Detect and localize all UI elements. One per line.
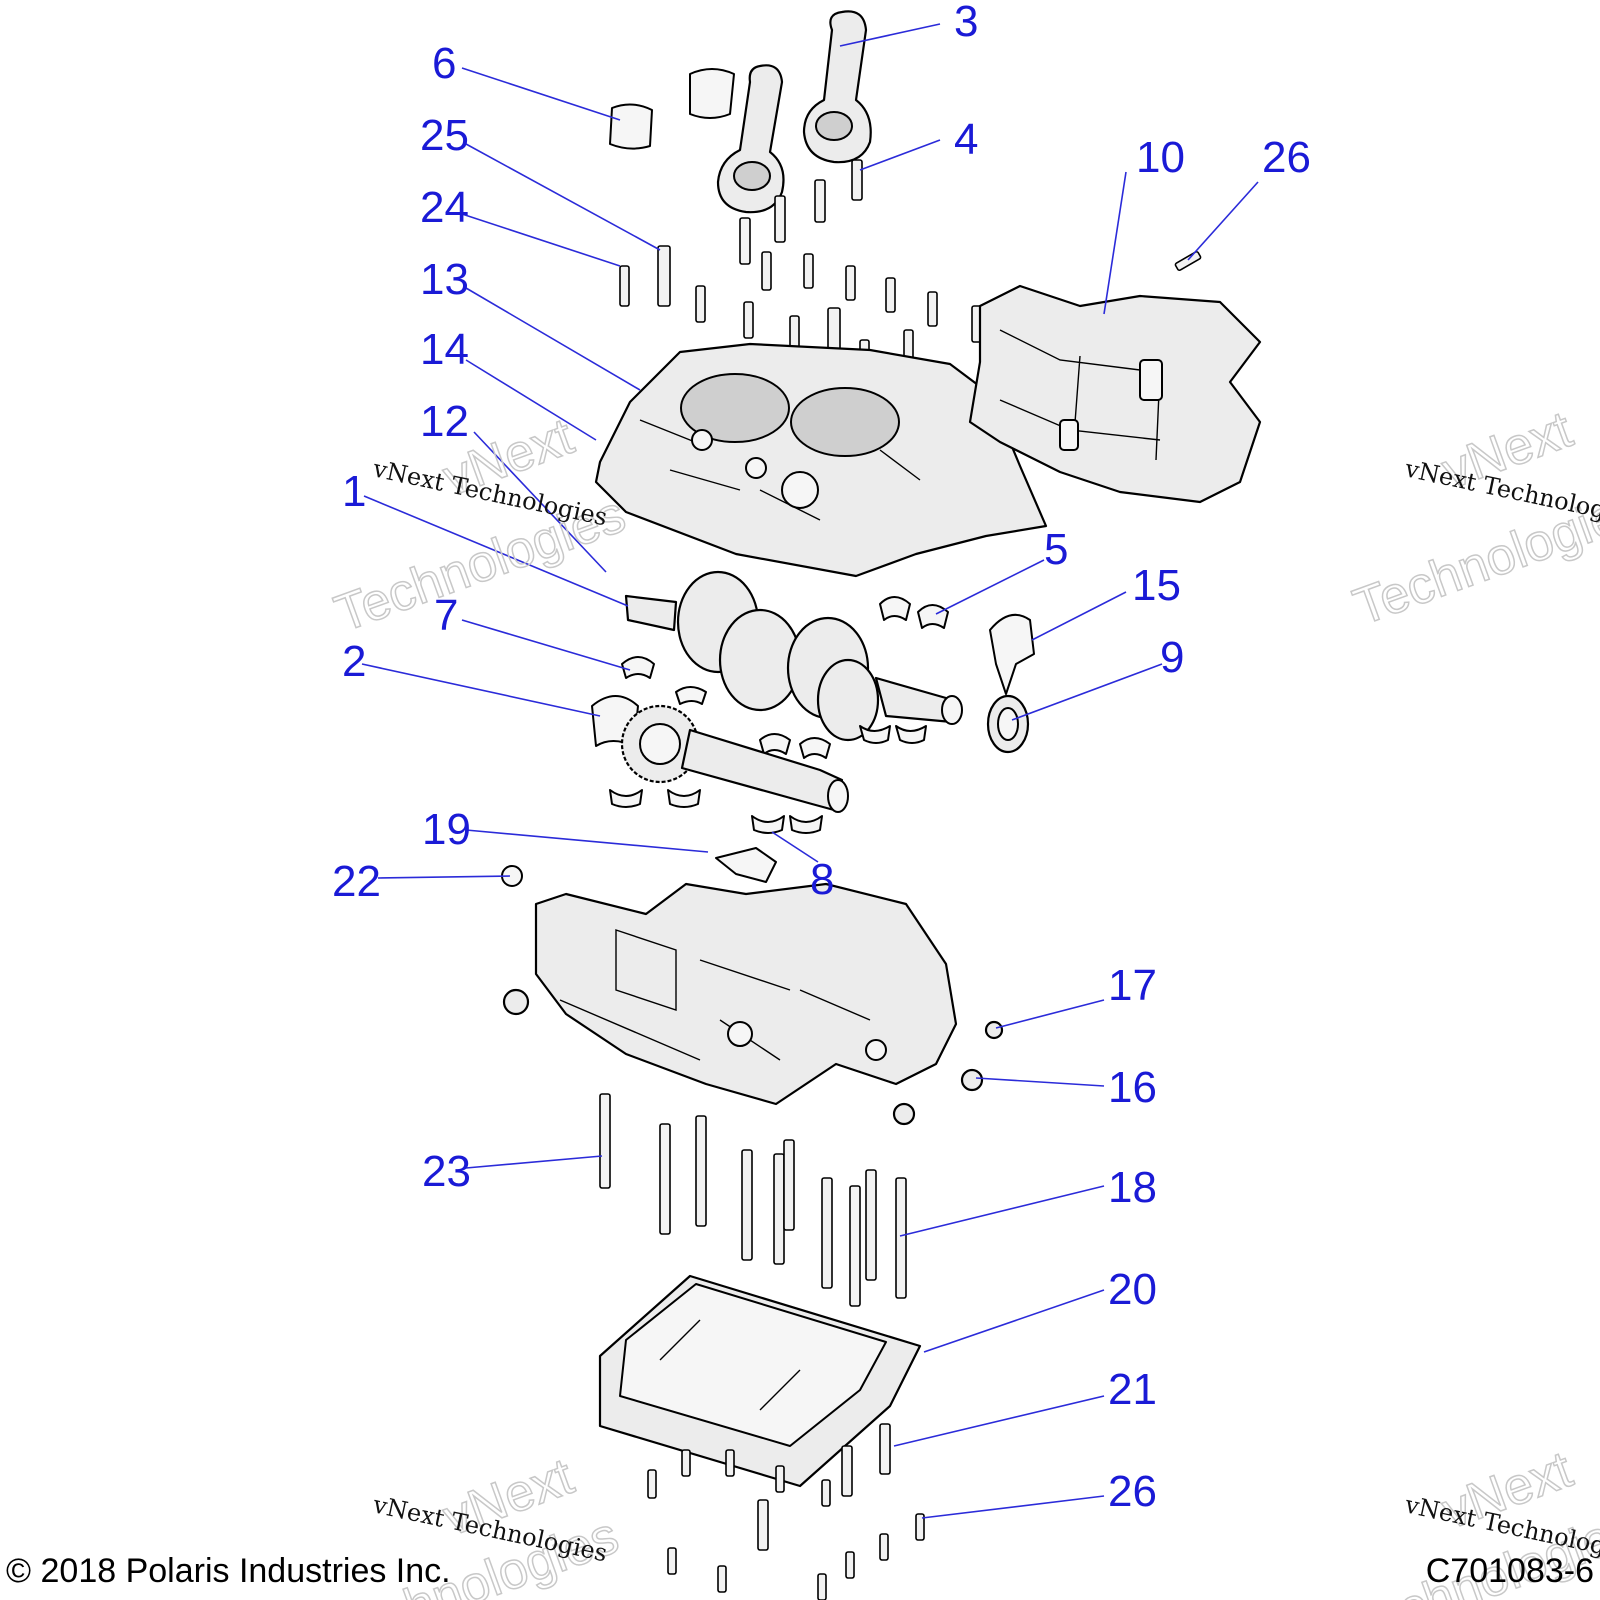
lower-crankcase xyxy=(534,882,958,1106)
callout-19: 19 xyxy=(422,805,471,854)
callout-25: 25 xyxy=(420,111,469,160)
callout-23: 24 xyxy=(420,183,469,232)
callout-12: 12 xyxy=(420,397,469,446)
pan-bolts xyxy=(647,1423,925,1600)
callout-1: 1 xyxy=(342,467,366,516)
callout-17: 17 xyxy=(1108,961,1157,1010)
callout-14: 14 xyxy=(420,325,469,374)
callout-22: 21 xyxy=(1108,1365,1157,1414)
callout-3: 3 xyxy=(954,0,978,46)
callout-4: 4 xyxy=(954,115,978,164)
callout-2: 2 xyxy=(342,637,366,686)
callout-16: 16 xyxy=(1108,1063,1157,1112)
upper-crankcase xyxy=(594,342,1048,578)
callout-20: 20 xyxy=(1108,1265,1157,1314)
callout-7: 7 xyxy=(434,591,458,640)
callout-numbers: 3 4 6 25 24 13 14 12 1 10 26 5 15 9 7 2 … xyxy=(332,0,1311,1516)
seal-and-thrust-washer xyxy=(986,613,1035,754)
leader-lines xyxy=(361,23,1259,1519)
callout-26-top: 26 xyxy=(1262,133,1311,182)
bearing-shells xyxy=(609,596,949,834)
callout-5: 5 xyxy=(1044,525,1068,574)
callout-6: 6 xyxy=(432,39,456,88)
callout-8: 8 xyxy=(810,855,834,904)
callout-13: 13 xyxy=(420,255,469,304)
connecting-rods xyxy=(609,10,872,214)
bearing-cap-bridge xyxy=(968,284,1262,504)
oil-pan xyxy=(598,1274,922,1488)
callout-10: 10 xyxy=(1136,133,1185,182)
callout-15: 15 xyxy=(1132,561,1181,610)
callout-9: 9 xyxy=(1160,633,1184,682)
crankshaft xyxy=(624,570,963,742)
figure-code: C701083-6 xyxy=(1426,1552,1594,1590)
callout-18: 18 xyxy=(1108,1163,1157,1212)
crankcase-long-bolts xyxy=(599,1093,907,1307)
copyright-text: © 2018 Polaris Industries Inc. xyxy=(6,1552,451,1590)
upper-bolts xyxy=(619,159,1202,375)
callout-21: 22 xyxy=(332,857,381,906)
callout-24: 23 xyxy=(422,1147,471,1196)
balance-shaft xyxy=(591,695,849,813)
callout-26-bottom: 26 xyxy=(1108,1467,1157,1516)
